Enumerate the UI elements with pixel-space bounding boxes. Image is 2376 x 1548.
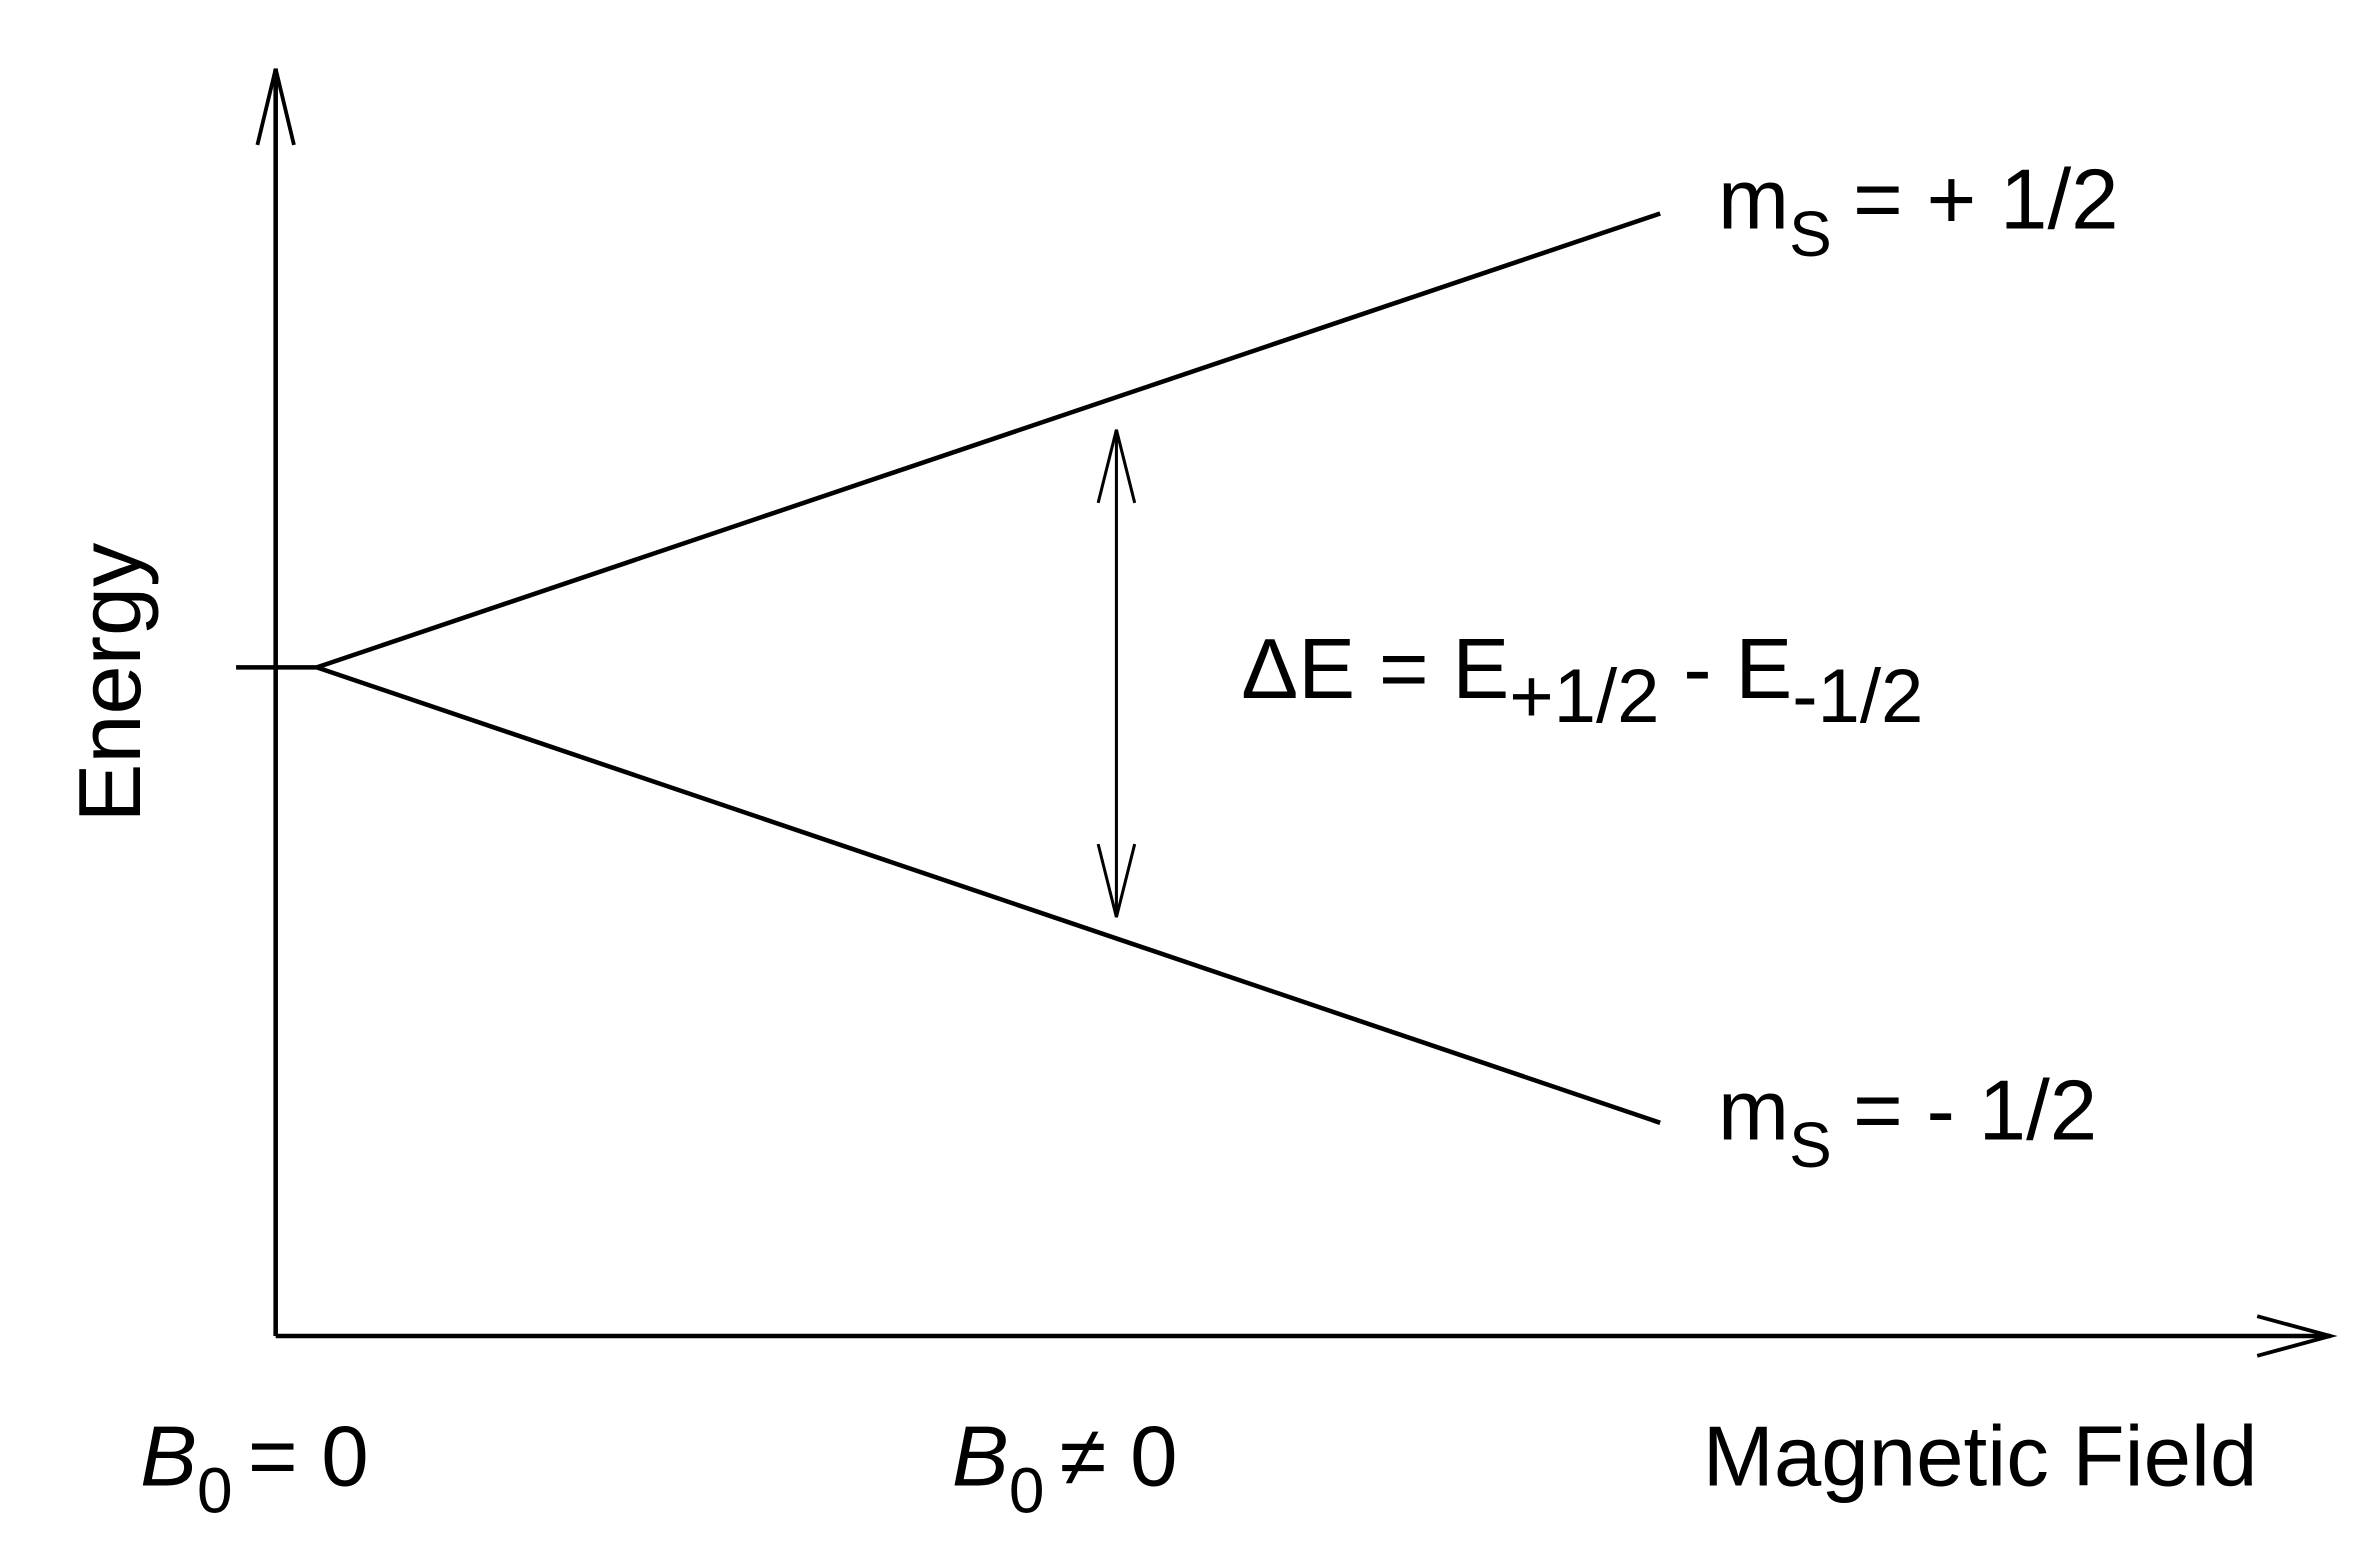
delta-e-arrowhead-down xyxy=(1096,843,1137,918)
lower-level-line xyxy=(316,665,1661,1125)
lower-level-label: mS= - 1/2 xyxy=(1718,1064,2097,1181)
y-axis-label: Energy xyxy=(60,543,159,823)
y-axis-arrowhead xyxy=(255,68,296,146)
x-tick-zero-field: B0= 0 xyxy=(140,1409,369,1526)
x-axis-arrowhead xyxy=(2256,1314,2338,1358)
delta-e-arrowhead-up xyxy=(1096,429,1137,504)
x-axis-label: Magnetic Field xyxy=(1703,1409,2258,1504)
x-tick-nonzero-field: B0≠ 0 xyxy=(952,1409,1178,1526)
upper-level-line xyxy=(316,211,1661,670)
delta-e-equation: ΔE = E+1/2 - E-1/2 xyxy=(1241,622,1923,739)
upper-level-label: mS= + 1/2 xyxy=(1718,153,2119,270)
